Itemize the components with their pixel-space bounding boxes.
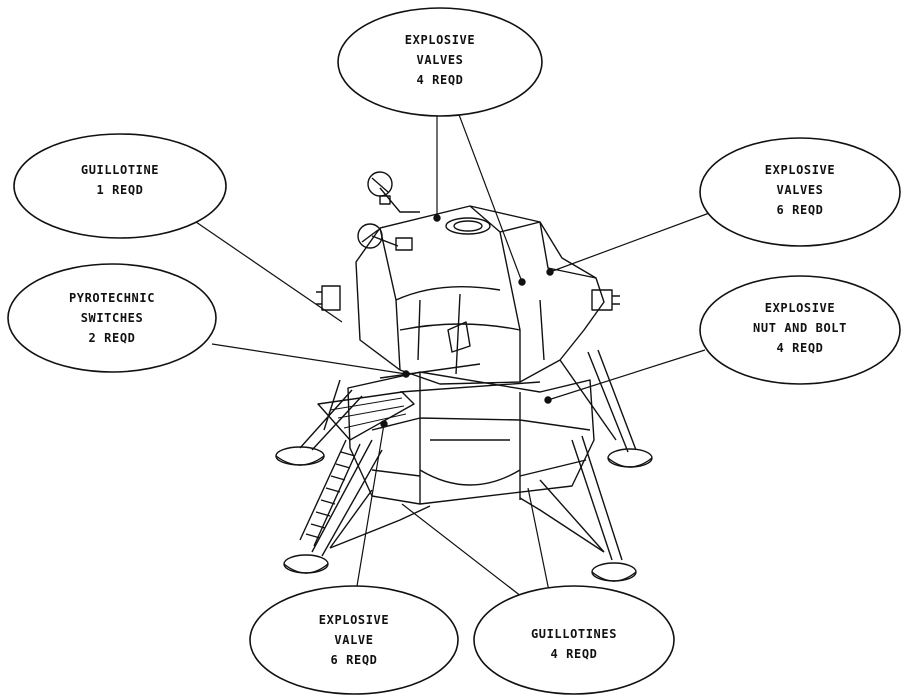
callout-ellipse-guillotines xyxy=(473,585,675,695)
callout-line: VALVES xyxy=(776,183,824,197)
callout-line: GUILLOTINE xyxy=(80,163,160,177)
footpad-front-left xyxy=(283,554,329,574)
footpad-rear-left xyxy=(275,446,325,466)
callout-ellipse-bottom-valve xyxy=(249,585,459,695)
callout-line: EXPLOSIVE xyxy=(404,33,476,47)
callout-bottom-valve: EXPLOSIVE VALVE 6 REQD xyxy=(319,610,389,670)
callout-ellipse-top-valves xyxy=(337,7,543,117)
callout-line: 2 REQD xyxy=(88,331,136,345)
callout-line: 4 REQD xyxy=(776,341,824,355)
callout-line: 6 REQD xyxy=(330,653,378,667)
callout-ellipse-pyro-switches xyxy=(7,263,217,373)
ladder xyxy=(299,439,361,547)
rear-right-leg xyxy=(559,349,637,453)
leader-pyro-switches xyxy=(211,343,407,375)
callout-line: 1 REQD xyxy=(96,183,144,197)
callout-right-valves: EXPLOSIVE VALVES 6 REQD xyxy=(765,160,835,220)
callout-line: NUT AND BOLT xyxy=(753,321,847,335)
rcs-right xyxy=(591,289,620,311)
callout-line: GUILLOTINES xyxy=(530,627,618,641)
callout-line: 4 REQD xyxy=(416,73,464,87)
callout-line: VALVES xyxy=(416,53,464,67)
leader-bottom-valve xyxy=(355,423,385,593)
docking-hatch xyxy=(445,217,491,235)
leader-guillotines-2 xyxy=(527,487,551,597)
leader-top-valves-2 xyxy=(457,111,523,283)
callout-line: 6 REQD xyxy=(776,203,824,217)
footpad-rear-right xyxy=(607,448,653,468)
callout-line: SWITCHES xyxy=(80,311,144,325)
callout-line: VALVE xyxy=(334,633,374,647)
rcs-left xyxy=(316,285,341,311)
antenna-lower xyxy=(371,235,399,247)
leader-lines xyxy=(195,111,713,601)
rear-left-leg xyxy=(299,379,363,451)
callout-line: PYROTECHNIC xyxy=(68,291,156,305)
callout-line: 4 REQD xyxy=(550,647,598,661)
antenna-upper xyxy=(379,187,420,213)
front-window xyxy=(447,321,471,353)
callout-guillotine: GUILLOTINE 1 REQD xyxy=(81,160,159,200)
descent-stage xyxy=(347,371,595,505)
footpad-front-right xyxy=(591,562,637,582)
callout-nut-bolt: EXPLOSIVE NUT AND BOLT 4 REQD xyxy=(753,298,847,358)
leader-guillotine xyxy=(195,221,343,323)
callout-ellipse-guillotine xyxy=(13,133,227,239)
callout-line: EXPLOSIVE xyxy=(764,301,836,315)
callout-guillotines: GUILLOTINES 4 REQD xyxy=(531,624,617,664)
leader-guillotines-1 xyxy=(401,503,527,601)
leader-nut-bolt xyxy=(547,349,706,401)
leader-right-valves xyxy=(549,211,713,273)
front-right-leg xyxy=(539,435,623,561)
callout-line: EXPLOSIVE xyxy=(764,163,836,177)
front-left-leg xyxy=(311,439,383,557)
callout-ellipse-right-valves xyxy=(699,137,901,247)
callout-line: EXPLOSIVE xyxy=(318,613,390,627)
callout-top-valves: EXPLOSIVE VALVES 4 REQD xyxy=(405,30,475,90)
callout-pyro-switches: PYROTECHNIC SWITCHES 2 REQD xyxy=(69,288,155,348)
callout-ellipses xyxy=(7,7,901,695)
porch xyxy=(317,391,415,441)
lunar-module-drawing xyxy=(275,171,653,582)
callout-ellipse-nut-bolt xyxy=(699,275,901,385)
